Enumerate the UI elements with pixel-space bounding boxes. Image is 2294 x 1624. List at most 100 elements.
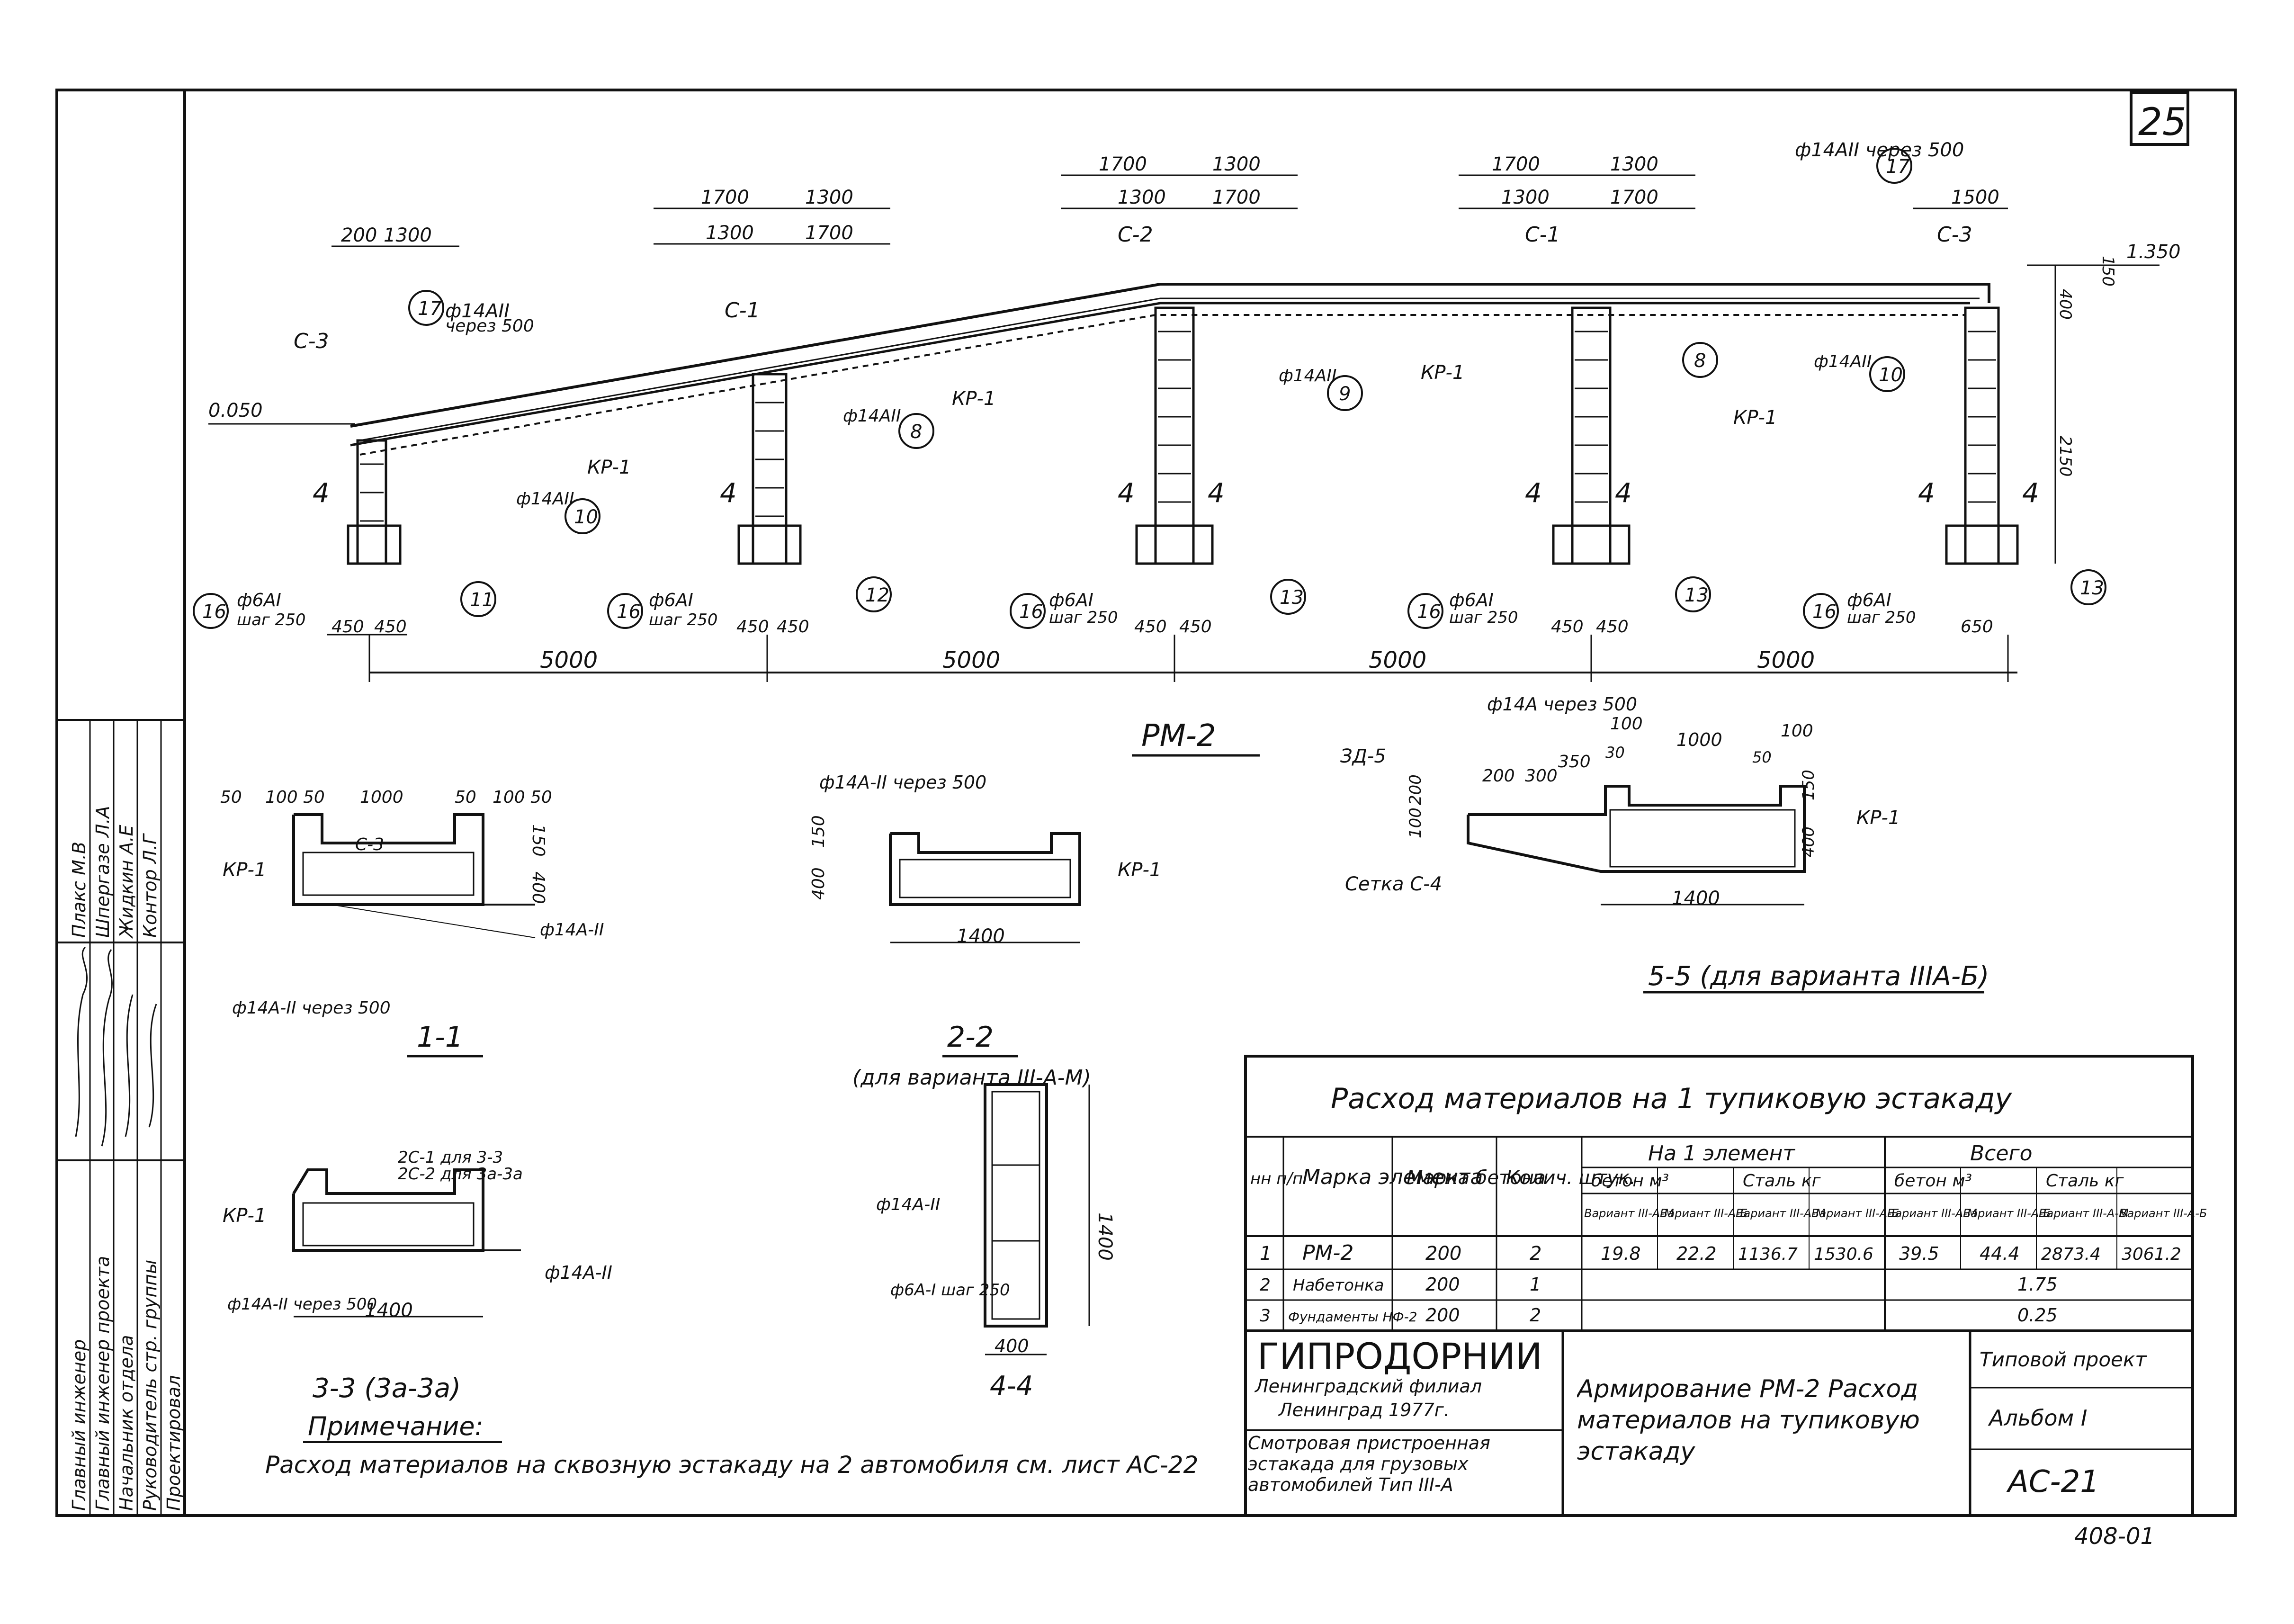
top-dim: 1700 bbox=[805, 222, 853, 244]
signature-scribble bbox=[125, 994, 134, 1137]
span-dim-2: 5000 bbox=[942, 647, 1000, 673]
section-mark: 4 bbox=[1525, 478, 1542, 509]
section-title: 4-4 bbox=[990, 1371, 1033, 1401]
table-cell: Фундаменты НФ-2 bbox=[1288, 1309, 1417, 1325]
label-c1: С-1 bbox=[725, 298, 760, 323]
org-city-year: Ленинград 1977г. bbox=[1278, 1400, 1450, 1420]
section-dim: 400 bbox=[995, 1336, 1029, 1356]
signature-scribble bbox=[101, 949, 113, 1147]
section-mark: 4 bbox=[2022, 478, 2039, 509]
ref-mark: 8 bbox=[910, 421, 922, 443]
label-rebar: ф14АII bbox=[516, 489, 574, 509]
table-cell: 39.5 bbox=[1899, 1243, 1939, 1264]
section-mark: 4 bbox=[313, 478, 330, 509]
section-title: 1-1 bbox=[417, 1021, 463, 1054]
section-subtitle: (для варианта III-А-М) bbox=[852, 1066, 1091, 1090]
section-mark: 4 bbox=[1615, 478, 1632, 509]
typical-project: Типовой проект bbox=[1980, 1348, 2147, 1371]
vertical-dim: 150 bbox=[2098, 256, 2117, 287]
top-dim: 1700 bbox=[1492, 153, 1540, 175]
staff-role: Проектировал bbox=[163, 1375, 184, 1511]
ref-mark: 13 bbox=[1280, 587, 1304, 609]
top-dim: 1300 bbox=[706, 222, 754, 244]
table-subheader: Вариант III-А-М bbox=[1887, 1207, 1977, 1220]
small-dim: 450 bbox=[1134, 617, 1167, 637]
section-dim: 1400 bbox=[1672, 888, 1720, 909]
sheet-title-box: Армирование РМ-2 Расход материалов на ту… bbox=[1577, 1375, 1920, 1466]
small-dim: 450 bbox=[1551, 617, 1584, 637]
table-subheader: Вариант III-А-Б bbox=[2119, 1207, 2207, 1220]
section-label: 2С-2 для 3а-3а bbox=[398, 1165, 523, 1184]
table-cell: 200 bbox=[1425, 1243, 1461, 1265]
table-cell: 2 bbox=[1530, 1305, 1541, 1326]
table-subheader: Вариант III-А-Б bbox=[1660, 1207, 1747, 1220]
label-c3-right: С-3 bbox=[1937, 223, 1972, 247]
level-mark-left: 0.050 bbox=[208, 400, 263, 422]
label-stirrup: ф6АI bbox=[649, 590, 693, 610]
section-label: ЗД-5 bbox=[1340, 745, 1386, 767]
table-header: Сталь кг bbox=[2046, 1171, 2124, 1191]
top-dim: 1300 bbox=[805, 187, 853, 208]
span-dim-3: 5000 bbox=[1369, 647, 1426, 673]
ref-mark: 16 bbox=[617, 601, 641, 623]
table-cell: 44.4 bbox=[1980, 1243, 2020, 1264]
section-label: КР-1 bbox=[1856, 807, 1900, 829]
ref-mark: 16 bbox=[1019, 601, 1043, 623]
top-dim: 1300 bbox=[384, 224, 432, 246]
ref-mark: 13 bbox=[2080, 577, 2104, 599]
label-stirrup: ф6АI bbox=[1449, 590, 1494, 610]
section-4-4: 1400 400 ф14А-II ф6А-I шаг 250 4-4 bbox=[876, 1083, 1116, 1401]
table-cell: 19.8 bbox=[1601, 1243, 1641, 1264]
section-dim: 100 bbox=[265, 788, 298, 807]
label-step: шаг 250 bbox=[237, 610, 306, 629]
ref-mark: 11 bbox=[470, 589, 494, 611]
small-dim: 450 bbox=[374, 617, 407, 637]
note-text: Расход материалов на сквозную эстакаду н… bbox=[265, 1451, 1198, 1479]
label-c3-left: С-3 bbox=[294, 329, 329, 353]
table-cell: РМ-2 bbox=[1302, 1241, 1353, 1265]
section-label: КР-1 bbox=[1118, 859, 1161, 881]
table-subheader: Вариант III-А-Б bbox=[1963, 1207, 2051, 1220]
staff-name: Шпергазе Л.А bbox=[92, 806, 113, 938]
label-stirrup: ф6АI bbox=[237, 590, 281, 610]
table-cell: 1.75 bbox=[2017, 1274, 2058, 1295]
section-1-1: 50 100 50 1000 50 100 50 400 150 С-3 КР-… bbox=[220, 788, 604, 1058]
section-title: 5-5 (для варианта IIIА-Б) bbox=[1648, 961, 1989, 992]
signature-scribble bbox=[148, 1004, 157, 1128]
top-dim: 1700 bbox=[701, 187, 749, 208]
table-cell: 22.2 bbox=[1676, 1243, 1717, 1264]
table-cell: 2873.4 bbox=[2041, 1245, 2101, 1264]
section-dim: 50 bbox=[220, 788, 242, 807]
table-header: На 1 элемент bbox=[1648, 1141, 1795, 1166]
section-mark: 4 bbox=[1208, 478, 1225, 509]
table-subheader: Вариант III-А-М bbox=[1584, 1207, 1674, 1220]
top-dim: 1300 bbox=[1610, 153, 1658, 175]
staff-name: Жидкин А.Е bbox=[116, 825, 137, 939]
vertical-dim: 400 bbox=[2056, 289, 2075, 320]
section-dim: 50 bbox=[455, 788, 476, 807]
section-title: 3-3 (3а-3а) bbox=[313, 1373, 461, 1404]
label-rebar: ф14АII bbox=[843, 406, 901, 426]
small-dim: 450 bbox=[1596, 617, 1629, 637]
project-description: Смотровая пристроенная эстакада для груз… bbox=[1248, 1433, 1490, 1495]
section-dim: 150 bbox=[809, 815, 828, 848]
label-rebar: ф14АII bbox=[1814, 352, 1872, 371]
table-cell: 2 bbox=[1530, 1243, 1541, 1265]
org-branch: Ленинградский филиал bbox=[1254, 1376, 1482, 1397]
label-rebar: ф14АII bbox=[445, 300, 510, 322]
label-step: шаг 250 bbox=[1449, 608, 1518, 627]
section-dim: 1400 bbox=[1094, 1212, 1116, 1261]
ref-mark: 9 bbox=[1339, 383, 1351, 405]
table-cell: 200 bbox=[1425, 1305, 1460, 1326]
table-title: Расход материалов на 1 тупиковую эстакад… bbox=[1331, 1082, 2012, 1115]
section-2-2: 1400 400 150 ф14А-II через 500 КР-1 2-2 … bbox=[809, 772, 1161, 1090]
table-header: Колич. штук. bbox=[1506, 1167, 1636, 1189]
staff-name: Контор Л.Г bbox=[140, 833, 161, 938]
table-header: бетон м³ bbox=[1591, 1171, 1669, 1191]
signature-scribble bbox=[75, 946, 88, 1137]
section-dim: 400 bbox=[809, 867, 828, 900]
section-label: КР-1 bbox=[223, 1205, 266, 1227]
title-block: ГИПРОДОРНИИ Ленинградский филиал Ленингр… bbox=[1244, 1329, 2194, 1517]
label-c1-right: С-1 bbox=[1525, 223, 1560, 247]
